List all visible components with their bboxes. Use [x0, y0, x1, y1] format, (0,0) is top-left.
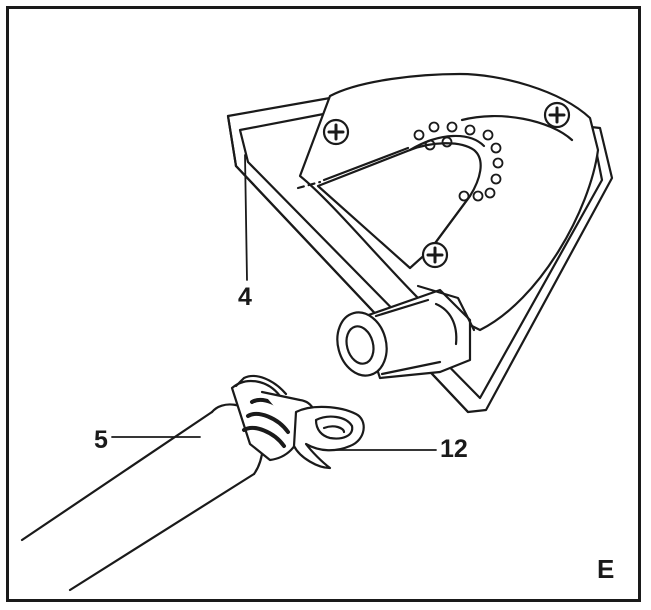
screw-right — [543, 101, 571, 129]
callout-label-hose: 5 — [94, 426, 108, 454]
hose-clamp — [242, 390, 365, 470]
screw-left — [322, 118, 350, 146]
vent-holes — [413, 121, 504, 202]
extraction-hose — [20, 374, 302, 592]
callout-label-sole: 4 — [238, 283, 252, 311]
dust-hood-body — [296, 72, 600, 332]
callout-label-clamp: 12 — [440, 435, 468, 463]
figure-letter: E — [597, 554, 615, 584]
leader-lines — [111, 154, 437, 451]
leader-line-4 — [244, 154, 248, 281]
extraction-spout — [336, 284, 476, 380]
screw-bottom — [421, 241, 449, 269]
